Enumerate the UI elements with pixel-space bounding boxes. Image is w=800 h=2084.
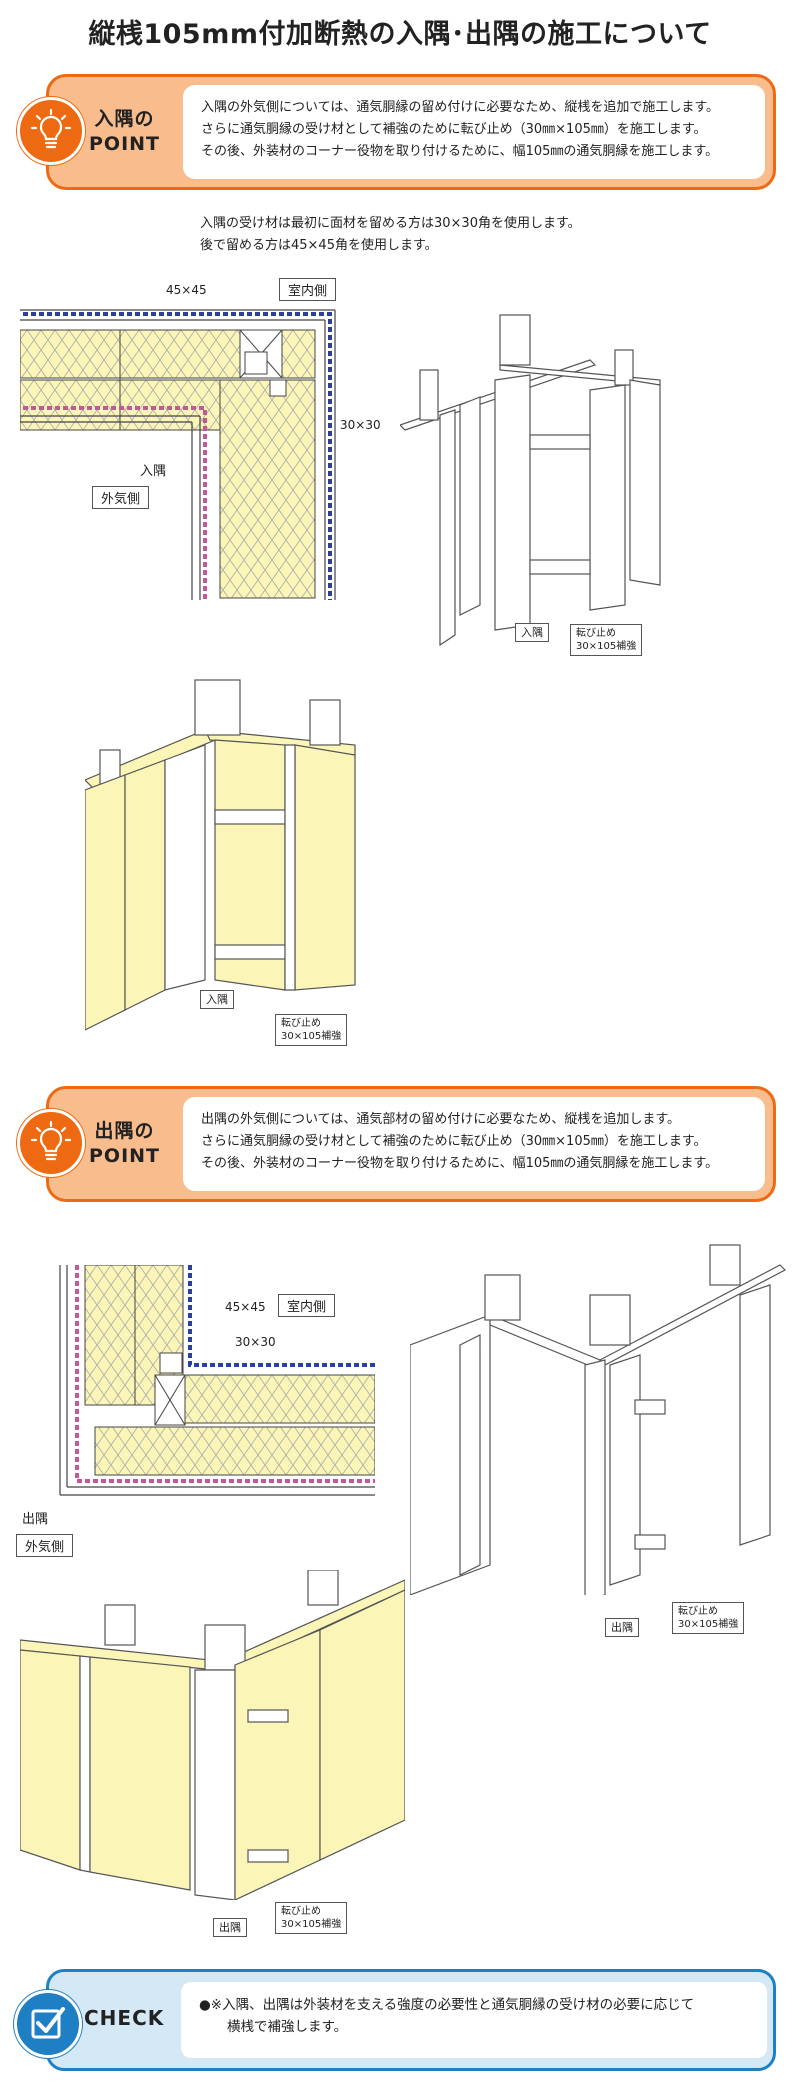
irisumi-point-label: 入隅の POINT <box>89 108 161 155</box>
irisumi-plan-diagram <box>20 309 336 600</box>
lightbulb-icon <box>17 1109 85 1177</box>
desumi-plan-dim2: 30×30 <box>235 1335 276 1349</box>
lightbulb-icon <box>17 97 85 165</box>
irisumi-plan-dim2: 30×30 <box>340 418 381 432</box>
irisumi-insul-corner: 入隅 <box>200 990 234 1009</box>
desumi-frame-diagram <box>410 1244 786 1595</box>
irisumi-point-text: 入隅の外気側については、通気胴縁の留め付けに必要なため、縦桟を追加で施工します。… <box>183 85 765 179</box>
check-text: ●※入隅、出隅は外装材を支える強度の必要性と通気胴縁の受け材の必要に応じて 横桟… <box>181 1982 767 2058</box>
desumi-point-label: 出隅の POINT <box>89 1120 161 1167</box>
desumi-frame-corner: 出隅 <box>605 1618 639 1637</box>
irisumi-plan-corner: 入隅 <box>140 464 167 479</box>
desumi-plan-diagram <box>59 1265 375 1496</box>
irisumi-plan-outdoor: 外気側 <box>92 486 150 509</box>
page-title: 縦桟105mm付加断熱の入隅･出隅の施工について <box>88 19 712 50</box>
irisumi-point-box: 入隅の POINT 入隅の外気側については、通気胴縁の留め付けに必要なため、縦桟… <box>46 74 776 190</box>
desumi-insulation-diagram <box>20 1570 405 1900</box>
desumi-plan-dim1: 45×45 <box>225 1300 266 1314</box>
irisumi-frame-diagram <box>400 314 661 647</box>
desumi-insul-corner: 出隅 <box>213 1918 247 1937</box>
desumi-point-box: 出隅の POINT 出隅の外気側については、通気部材の留め付けに必要なため、縦桟… <box>46 1086 776 1202</box>
desumi-plan-outdoor: 外気側 <box>16 1534 74 1557</box>
check-label: CHECK <box>84 2006 165 2030</box>
irisumi-plan-indoor: 室内側 <box>279 278 337 301</box>
desumi-point-text: 出隅の外気側については、通気部材の留め付けに必要なため、縦桟を追加します。 さら… <box>183 1097 765 1191</box>
check-box: ●※入隅、出隅は外装材を支える強度の必要性と通気胴縁の受け材の必要に応じて 横桟… <box>46 1969 776 2071</box>
desumi-plan-corner: 出隅 <box>22 1512 49 1527</box>
irisumi-insulation-diagram <box>85 679 356 1031</box>
checkbox-icon <box>14 1990 82 2058</box>
irisumi-plan-dim1: 45×45 <box>166 283 207 297</box>
desumi-plan-indoor: 室内側 <box>278 1294 336 1317</box>
irisumi-frame-corner: 入隅 <box>515 623 549 642</box>
irisumi-note: 入隅の受け材は最初に面材を留める方は30×30角を使用します。 後で留める方は4… <box>200 216 581 253</box>
